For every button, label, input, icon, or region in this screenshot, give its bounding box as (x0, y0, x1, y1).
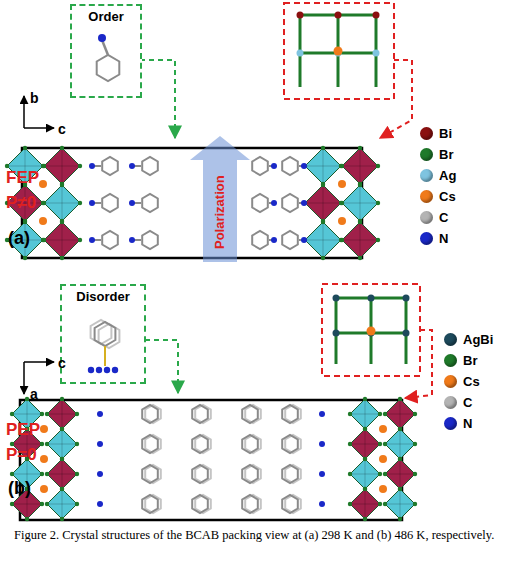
legend-swatch (420, 211, 433, 224)
legend-swatch (420, 127, 433, 140)
inset-box: Order (70, 4, 142, 98)
legend-row: Bi (420, 126, 452, 141)
legend-text: Ag (439, 168, 456, 183)
legend-row: AgBi (444, 332, 493, 347)
legend-text: Bi (439, 126, 452, 141)
inset-box: Disorder (60, 284, 146, 384)
phase-label: FEP (6, 168, 39, 188)
legend-row: C (420, 210, 448, 225)
legend-row: N (420, 231, 448, 246)
legend-swatch (420, 169, 433, 182)
legend-row: Ag (420, 168, 456, 183)
axis-label: b (30, 90, 39, 106)
legend-text: Cs (439, 189, 456, 204)
legend-row: Cs (420, 189, 456, 204)
figure-caption: Figure 2. Crystal structures of the BCAB… (14, 528, 509, 543)
legend-swatch (420, 232, 433, 245)
axis-label: c (58, 355, 66, 371)
legend-swatch (444, 333, 457, 346)
legend-text: AgBi (463, 332, 493, 347)
panel-label: (b) (8, 478, 31, 499)
legend-swatch (444, 354, 457, 367)
legend-row: Br (420, 147, 453, 162)
legend-text: N (463, 416, 472, 431)
polar-value: P≠0 (6, 193, 36, 213)
legend-text: Br (463, 353, 477, 368)
legend-text: C (439, 210, 448, 225)
legend-swatch (444, 396, 457, 409)
inset-title: Disorder (62, 289, 144, 304)
legend-text: C (463, 395, 472, 410)
legend-text: Cs (463, 374, 480, 389)
legend-row: C (444, 395, 472, 410)
legend-swatch (420, 190, 433, 203)
legend-swatch (420, 148, 433, 161)
axis-label: c (58, 121, 66, 137)
legend-text: N (439, 231, 448, 246)
panel-label: (a) (8, 228, 30, 249)
axis-label: a (30, 386, 38, 402)
polarization-label: Polarization (212, 175, 227, 249)
polar-value: P=0 (6, 445, 37, 465)
legend-row: N (444, 416, 472, 431)
phase-label: PEP (6, 420, 40, 440)
legend-row: Br (444, 353, 477, 368)
legend-swatch (444, 375, 457, 388)
legend-text: Br (439, 147, 453, 162)
legend-swatch (444, 417, 457, 430)
inset-title: Order (72, 9, 140, 24)
legend-row: Cs (444, 374, 480, 389)
